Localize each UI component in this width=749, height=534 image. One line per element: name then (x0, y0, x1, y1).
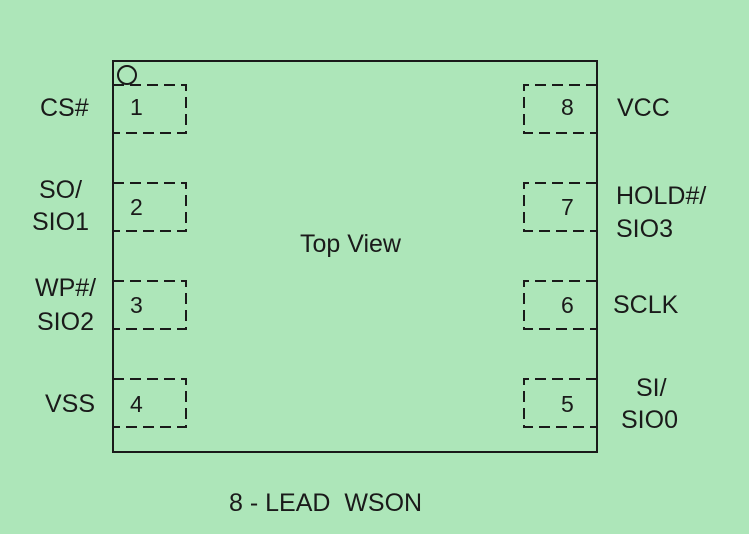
pad-pin-8 (523, 84, 597, 134)
pin-number-4: 4 (130, 391, 143, 417)
pin-name-so: SO/ (39, 176, 83, 204)
package-caption: 8 - LEAD WSON (229, 489, 423, 517)
pin-name-sio2: SIO2 (37, 308, 94, 336)
pin-name-sclk: SCLK (613, 291, 679, 319)
pin-number-7: 7 (561, 194, 574, 220)
pin-name-cs: CS# (40, 94, 89, 122)
pin1-marker (117, 65, 137, 85)
pin-number-3: 3 (130, 292, 143, 318)
pin-number-2: 2 (130, 194, 143, 220)
pin-number-6: 6 (561, 292, 574, 318)
pin-number-5: 5 (561, 391, 574, 417)
pad-pin-5 (523, 378, 597, 428)
pin-name-sio3: SIO3 (616, 215, 673, 243)
pad-pin-3 (113, 280, 187, 330)
pad-pin-7 (523, 182, 597, 232)
pin-name-si: SI/ (636, 374, 667, 402)
pin-number-8: 8 (561, 94, 574, 120)
pin-name-sio1: SIO1 (32, 208, 89, 236)
pad-pin-2 (113, 182, 187, 232)
package-body (112, 60, 598, 453)
pad-pin-6 (523, 280, 597, 330)
top-view-label: Top View (300, 230, 401, 258)
pin-name-vss: VSS (45, 390, 96, 418)
pad-pin-1 (113, 84, 187, 134)
pin-name-vcc: VCC (617, 94, 670, 122)
pin-name-wp: WP#/ (35, 274, 97, 302)
pin-name-sio0: SIO0 (621, 406, 678, 434)
pin-name-hold: HOLD#/ (616, 182, 707, 210)
pin-number-1: 1 (130, 94, 143, 120)
pad-pin-4 (113, 378, 187, 428)
